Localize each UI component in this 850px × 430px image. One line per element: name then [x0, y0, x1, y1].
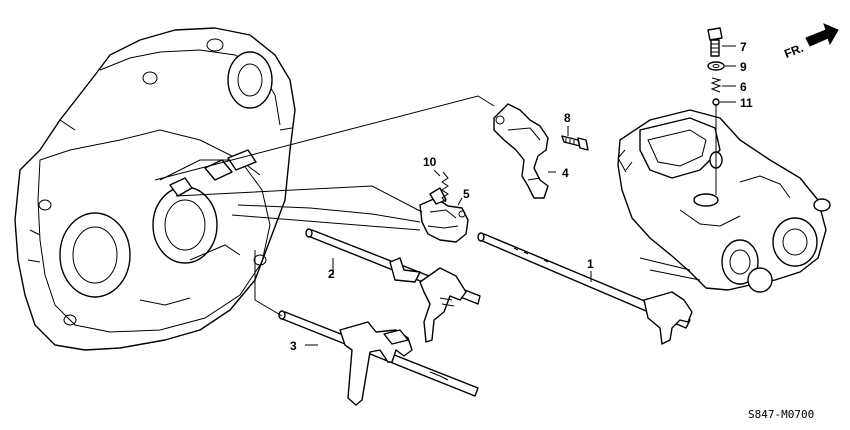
- shift-rod-3: [278, 310, 479, 406]
- callout-5: 5: [463, 187, 470, 201]
- spring-part-10: [441, 171, 449, 203]
- callout-9: 9: [740, 60, 747, 74]
- callout-1: 1: [587, 257, 594, 271]
- transmission-housing: [14, 27, 296, 351]
- front-direction-arrow-icon: [805, 23, 839, 47]
- direction-label: FR.: [782, 41, 805, 61]
- callout-11: 11: [740, 96, 753, 110]
- transmission-case: [617, 104, 831, 293]
- callout-6: 6: [740, 80, 747, 94]
- callout-2: 2: [328, 267, 335, 281]
- spring-part-6: [710, 77, 722, 93]
- shift-rod-1: [477, 232, 693, 345]
- callout-3: 3: [290, 339, 297, 353]
- callout-8: 8: [564, 111, 571, 125]
- shift-arm-part-4: [493, 103, 549, 199]
- callout-7: 7: [740, 40, 747, 54]
- diagram-code: S847-M0700: [748, 408, 814, 421]
- callout-4: 4: [562, 166, 569, 180]
- washer-part-9: [707, 61, 725, 71]
- interlock-part-5: [419, 187, 469, 243]
- bolt-part-8: [561, 135, 589, 151]
- bolt-part-7: [707, 27, 723, 57]
- leader-lines: [154, 45, 736, 346]
- callout-10: 10: [423, 155, 437, 169]
- shift-rod-2: [305, 228, 481, 343]
